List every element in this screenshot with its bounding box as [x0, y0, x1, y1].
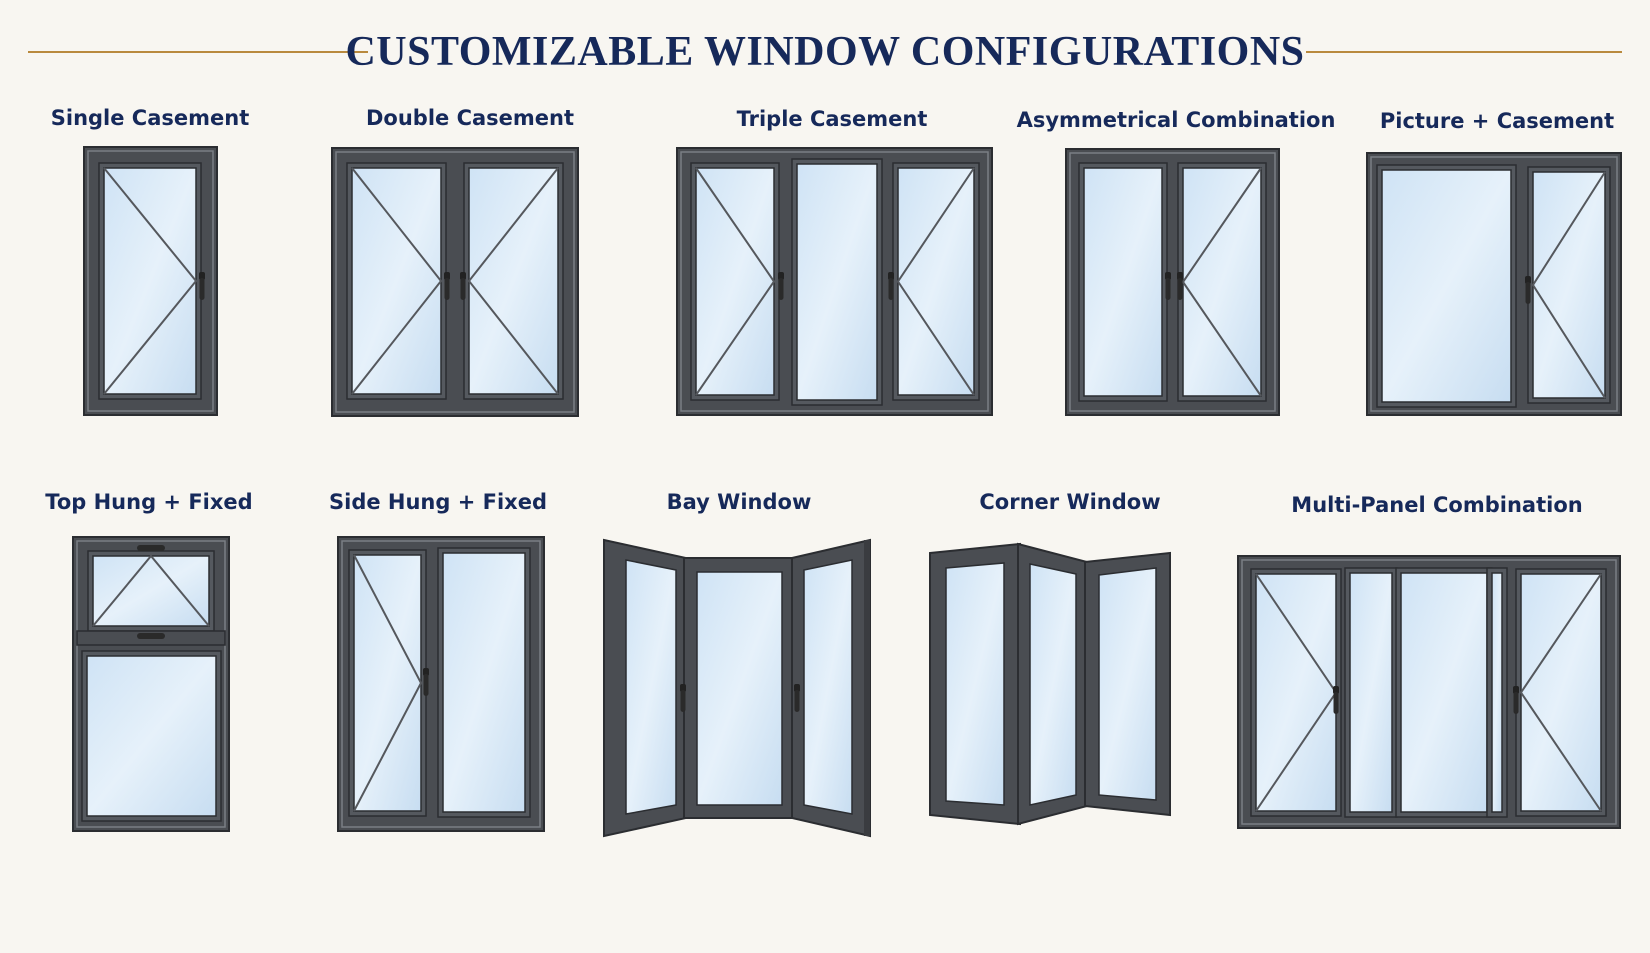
glass-pane	[1182, 167, 1262, 397]
handle-lever	[137, 633, 165, 639]
window-triple-casement	[676, 147, 993, 416]
opening-indicator	[92, 554, 210, 627]
glass-pane	[351, 167, 442, 395]
glass-pane	[468, 167, 559, 395]
glass-pane	[796, 163, 878, 401]
handle-base	[1513, 686, 1519, 694]
window-bay	[603, 538, 871, 838]
handle-base	[423, 668, 429, 676]
glass-pane	[1520, 573, 1602, 812]
opening-indicator	[103, 167, 198, 395]
frame-highlight	[87, 150, 214, 412]
window-drawings	[72, 146, 1622, 838]
label-asymmetrical-combination: Asymmetrical Combination	[1016, 108, 1336, 132]
frame-highlight	[1370, 156, 1618, 412]
handle-lever	[460, 278, 466, 300]
handle-lever	[1165, 278, 1171, 300]
handle-lever	[778, 278, 784, 300]
label-picture-casement: Picture + Casement	[1379, 109, 1615, 133]
page-title: CUSTOMIZABLE WINDOW CONFIGURATIONS	[345, 29, 1305, 75]
label-corner-window: Corner Window	[979, 490, 1161, 514]
glass-pane	[1255, 573, 1337, 812]
glass-pane	[1491, 572, 1503, 813]
label-single-casement: Single Casement	[50, 106, 250, 130]
window-multi-panel-combination	[1237, 555, 1621, 829]
handle-base	[778, 272, 784, 280]
frame-highlight	[335, 151, 575, 413]
opening-indicator	[1181, 167, 1262, 397]
handle-base	[199, 272, 205, 280]
window-side-hung-fixed	[337, 536, 545, 832]
title-rule-left	[28, 51, 368, 53]
glass-pane	[1029, 563, 1077, 806]
handle-lever	[444, 278, 450, 300]
frame-highlight	[680, 151, 989, 412]
glass-pane	[92, 555, 210, 627]
handle-base	[1525, 276, 1531, 284]
handle-base	[460, 272, 466, 280]
glass-pane	[695, 167, 775, 396]
glass-pane	[353, 554, 422, 812]
handle-base	[444, 272, 450, 280]
glass-pane	[696, 571, 783, 806]
window-asymmetrical-combination	[1065, 148, 1280, 416]
frame-highlight	[76, 540, 226, 828]
handle-lever	[137, 545, 165, 551]
label-side-hung-fixed: Side Hung + Fixed	[329, 490, 547, 514]
handle-lever	[1177, 278, 1183, 300]
glass-pane	[1098, 567, 1157, 801]
handle-lever	[199, 278, 205, 300]
frame-highlight	[1069, 152, 1276, 412]
glass-pane	[1083, 167, 1163, 397]
handle-base	[1333, 686, 1339, 694]
label-multi-panel-combination: Multi-Panel Combination	[1291, 493, 1583, 517]
handle-lever	[1513, 692, 1519, 714]
glass-pane	[625, 559, 677, 815]
handle-lever	[794, 690, 800, 712]
window-single-casement	[83, 146, 218, 416]
label-top-hung-fixed: Top Hung + Fixed	[45, 490, 253, 514]
window-picture-casement	[1366, 152, 1622, 416]
title-rule-right	[1306, 51, 1622, 53]
window-top-hung-fixed	[72, 536, 230, 832]
opening-indicator	[467, 167, 559, 395]
window-double-casement	[331, 147, 579, 417]
opening-indicator	[1519, 573, 1602, 812]
handle-base	[680, 684, 686, 692]
opening-indicator	[1531, 171, 1606, 399]
label-triple-casement: Triple Casement	[736, 107, 928, 131]
handle-base	[1177, 272, 1183, 280]
handle-base	[1165, 272, 1171, 280]
glass-pane	[1400, 572, 1488, 813]
glass-pane	[442, 552, 526, 813]
handle-base	[888, 272, 894, 280]
header: CUSTOMIZABLE WINDOW CONFIGURATIONS	[0, 22, 1650, 82]
glass-pane	[1532, 171, 1606, 399]
handle-lever	[888, 278, 894, 300]
handle-lever	[1525, 282, 1531, 304]
handle-lever	[423, 674, 429, 696]
glass-pane	[897, 167, 975, 396]
glass-pane	[945, 562, 1005, 806]
frame-highlight	[341, 540, 541, 828]
opening-indicator	[695, 167, 776, 396]
opening-indicator	[351, 167, 443, 395]
label-bay-window: Bay Window	[666, 490, 812, 514]
frame-highlight	[1241, 559, 1617, 825]
glass-pane	[803, 559, 853, 815]
handle-lever	[680, 690, 686, 712]
label-double-casement: Double Casement	[365, 106, 575, 130]
window-corner	[929, 542, 1171, 826]
handle-base	[794, 684, 800, 692]
glass-pane	[1349, 572, 1393, 813]
opening-indicator	[353, 554, 423, 812]
glass-pane	[1381, 169, 1512, 403]
handle-lever	[1333, 692, 1339, 714]
bay-right-edge	[864, 540, 870, 836]
glass-pane	[103, 167, 197, 395]
glass-pane	[86, 655, 217, 817]
opening-indicator	[896, 167, 975, 396]
